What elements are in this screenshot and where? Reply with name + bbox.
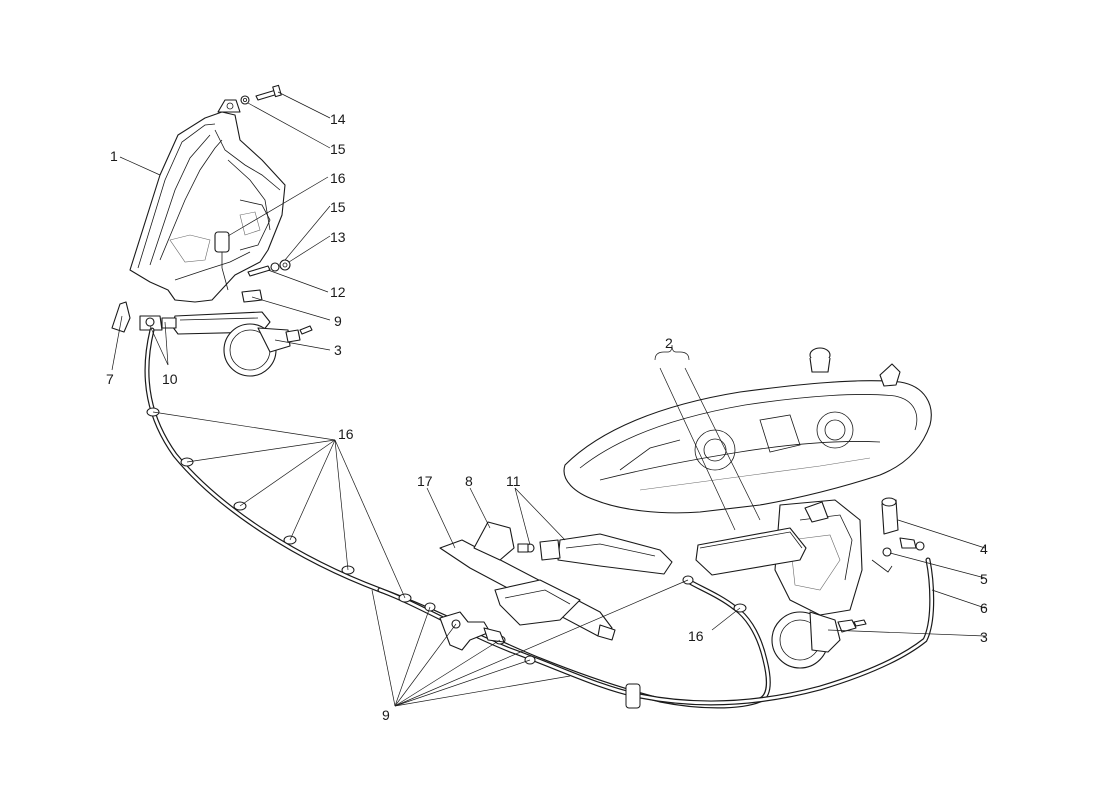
callout-16-middle: 16 (338, 426, 354, 442)
left-headlamp-assembly (129, 99, 286, 303)
callout-labels: 1 2 3 3 4 5 6 7 8 9 9 10 11 12 13 14 15 … (106, 111, 988, 723)
hose-t-connector (439, 611, 505, 651)
callout-15-right: 15 (330, 199, 346, 215)
callout-7: 7 (106, 371, 114, 387)
mounting-screw-12 (247, 259, 291, 277)
callout-5: 5 (980, 571, 988, 587)
right-washer-nozzle-11 (517, 533, 673, 575)
connector-16-top (214, 231, 230, 291)
right-headlamp-assembly (563, 347, 932, 616)
callout-14: 14 (330, 111, 346, 127)
callout-15-top: 15 (330, 141, 346, 157)
callout-2: 2 (665, 335, 673, 351)
callout-11: 11 (506, 473, 521, 489)
washer-hose-system (144, 327, 935, 709)
right-washer-pump-3 (771, 611, 867, 669)
callout-17: 17 (417, 473, 433, 489)
callout-3-right: 3 (980, 629, 988, 645)
bracket-17 (439, 539, 616, 641)
level-sensor-4 (871, 497, 925, 573)
callout-10: 10 (162, 371, 178, 387)
mounting-screw-14 (240, 84, 282, 105)
leader-lines (111, 91, 986, 707)
callout-16-top: 16 (330, 170, 346, 186)
ballast-control-unit-2 (695, 527, 807, 576)
callout-3-left: 3 (334, 342, 342, 358)
callout-1: 1 (110, 148, 118, 164)
callout-9-bottom: 9 (382, 707, 390, 723)
callout-16-right: 16 (688, 628, 704, 644)
washer-cover-8 (473, 521, 515, 561)
callout-13: 13 (330, 229, 346, 245)
washer-cover-7 (111, 301, 131, 333)
callout-9-top: 9 (334, 313, 342, 329)
hose-clip (625, 683, 641, 709)
callout-12: 12 (330, 284, 346, 300)
callout-4: 4 (980, 541, 988, 557)
left-washer-pump-3 (223, 323, 313, 377)
callout-6: 6 (980, 600, 988, 616)
callout-8: 8 (465, 473, 473, 489)
